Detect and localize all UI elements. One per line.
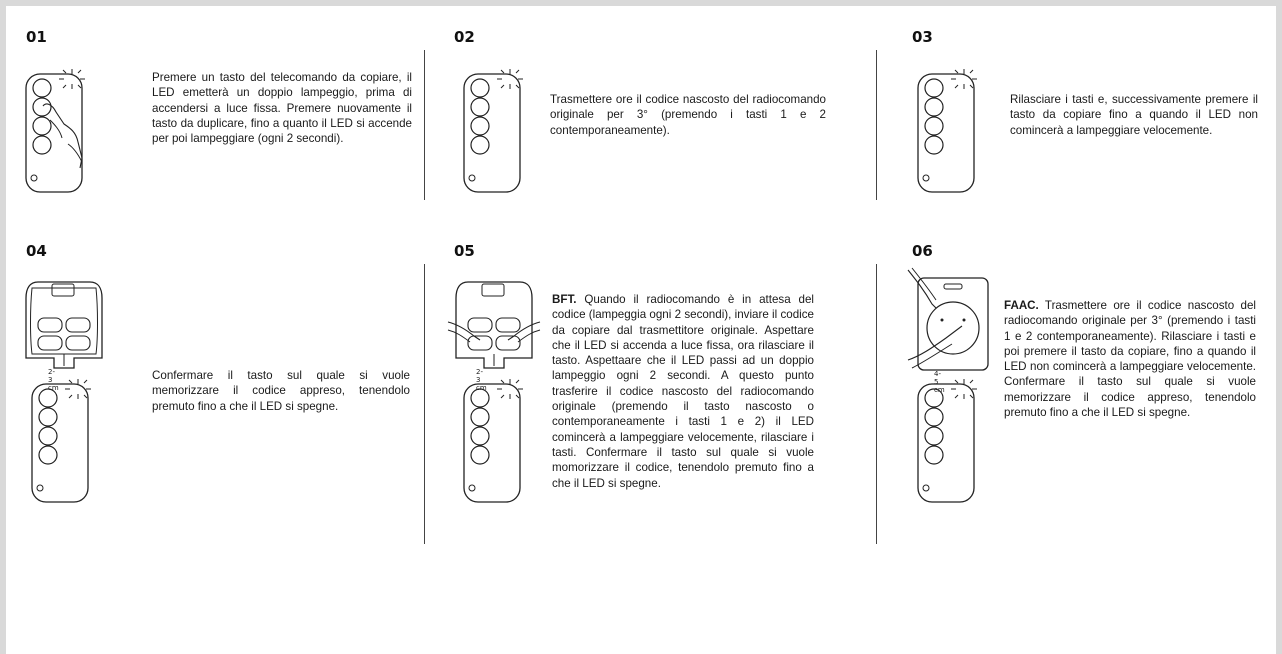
step-text: Premere un tasto del telecomando da copi… (152, 71, 412, 146)
step-text: Rilasciare i tasti e, successivamente pr… (1010, 93, 1258, 137)
step-number: 01 (26, 28, 47, 46)
step-text: Confermare il tasto sul quale si vuole m… (152, 369, 410, 413)
step-number: 03 (912, 28, 933, 46)
brand-lead: BFT. (552, 293, 577, 306)
remote-control-icon (463, 379, 523, 503)
remote-control-icon (31, 379, 91, 503)
column-separator (876, 264, 877, 544)
column-separator (424, 264, 425, 544)
step-text: BFT. Quando il radiocomando è in attesa … (552, 292, 814, 491)
remote-control-icon (917, 379, 977, 503)
brand-lead: FAAC. (1004, 299, 1039, 312)
step-text: Trasmettere ore il codice nascosto del r… (550, 93, 826, 137)
remote-control-icon (917, 69, 977, 193)
step-number: 02 (454, 28, 475, 46)
step-number: 05 (454, 242, 475, 260)
remote-control-icon (463, 69, 523, 193)
step-body: Quando il radiocomando è in attesa del c… (552, 293, 814, 490)
bft-remote-hands-icon (447, 281, 541, 369)
step-body: Trasmettere ore il codice nascosto del r… (1004, 299, 1256, 420)
distance-label: 2-3 cm (48, 368, 59, 392)
instruction-sheet: 01 Premere un tasto del telecomando da c… (6, 6, 1276, 654)
step-number: 06 (912, 242, 933, 260)
original-remote-icon (25, 281, 103, 369)
step-number: 04 (26, 242, 47, 260)
faac-remote-hands-icon (907, 267, 989, 371)
remote-hand-press-icon (25, 69, 85, 193)
column-separator (424, 50, 425, 200)
column-separator (876, 50, 877, 200)
distance-label: 2-3 cm (476, 368, 487, 392)
step-text: FAAC. Trasmettere ore il codice nascosto… (1004, 298, 1256, 420)
distance-label: 4-5 cm (934, 370, 945, 394)
